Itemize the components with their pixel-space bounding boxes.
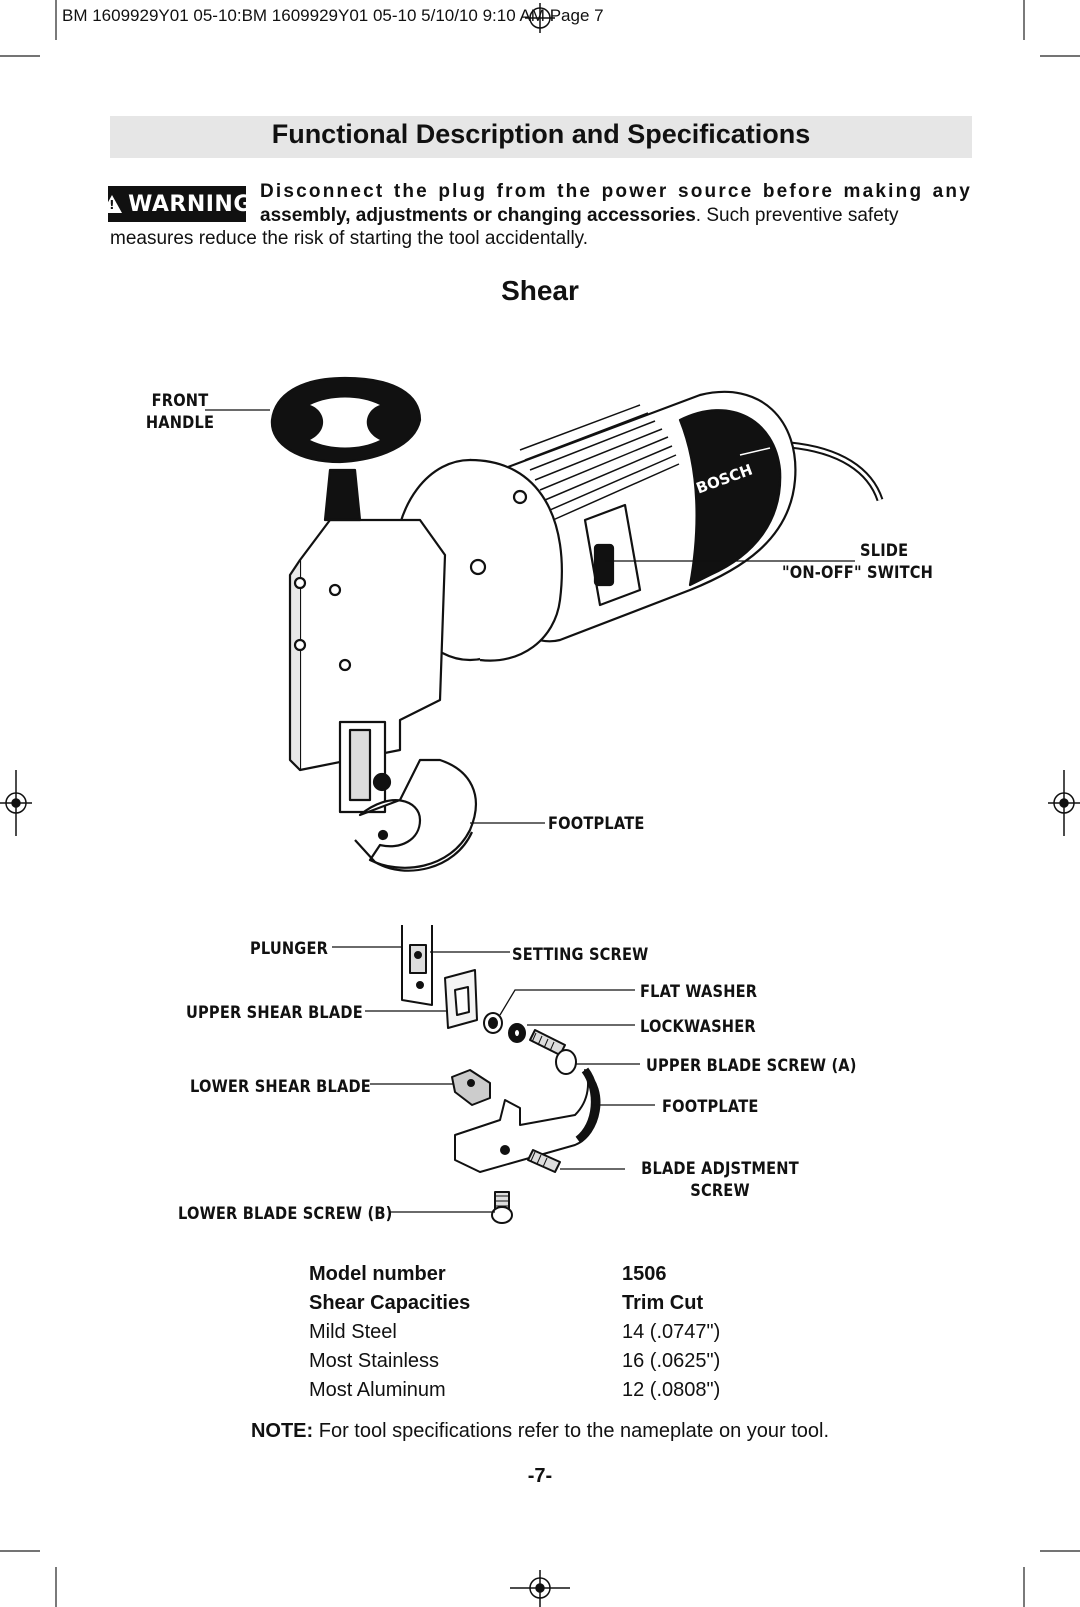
label-flat-washer: FLAT WASHER: [640, 982, 758, 1002]
note-text: For tool specifications refer to the nam…: [313, 1420, 830, 1442]
label-plunger: PLUNGER: [250, 939, 329, 959]
page-number: -7-: [527, 1465, 553, 1487]
section-title: Functional Description and Specification…: [271, 119, 811, 149]
label-front-handle-line1: FRONT: [151, 391, 209, 411]
spec-row-value: 14 (.0747"): [622, 1321, 721, 1343]
label-lockwasher: LOCKWASHER: [640, 1017, 756, 1037]
label-front-handle-line2: HANDLE: [145, 413, 215, 433]
spec-capacities-label: Shear Capacities: [309, 1292, 471, 1314]
label-blade-adjustment-line2: SCREW: [690, 1181, 750, 1201]
label-upper-shear-blade: UPPER SHEAR BLADE: [186, 1003, 363, 1023]
note-label: NOTE:: [250, 1420, 314, 1442]
label-slide: SLIDE: [860, 541, 909, 561]
registration-mark-bottom: [510, 1570, 570, 1607]
label-setting-screw: SETTING SCREW: [512, 945, 649, 965]
spec-capacities-value: Trim Cut: [622, 1292, 704, 1314]
registration-mark-top: [525, 3, 555, 33]
print-header: BM 1609929Y01 05-10:BM 1609929Y01 05-10 …: [62, 6, 604, 25]
shear-tool-illustration: [270, 376, 884, 872]
note: NOTE: For tool specifications refer to t…: [0, 1420, 1080, 1443]
label-on-off-switch: "ON-OFF" SWITCH: [782, 563, 934, 583]
warning-text: Disconnect the plug from the power sourc…: [260, 180, 972, 228]
title-bar: [110, 116, 972, 158]
registration-mark-left: [0, 770, 32, 836]
label-upper-blade-screw: UPPER BLADE SCREW (A): [646, 1056, 857, 1076]
tool-title: Shear: [501, 275, 579, 306]
spec-row-value: 16 (.0625"): [622, 1350, 721, 1372]
spec-header-right: 1506: [622, 1263, 667, 1285]
spec-row-material: Most Stainless: [309, 1350, 440, 1372]
leader-lines-exploded: [332, 946, 655, 1213]
spec-row-material: Most Aluminum: [309, 1379, 446, 1401]
warning-badge: WARNING: [102, 186, 251, 222]
warning-tail: . Such preventive safety: [695, 205, 899, 226]
warning-badge-label: WARNING: [128, 191, 252, 217]
warning-bold-line: Disconnect the plug from the power sourc…: [260, 181, 972, 202]
label-footplate-top: FOOTPLATE: [548, 814, 645, 834]
label-lower-shear-blade: LOWER SHEAR BLADE: [190, 1077, 371, 1097]
warning-triangle-icon: [102, 195, 123, 213]
warning-continuation: measures reduce the risk of starting the…: [110, 228, 589, 249]
exploded-blade-assembly: [401, 925, 601, 1224]
registration-mark-right: [1048, 770, 1080, 836]
label-lower-blade-screw: LOWER BLADE SCREW (B): [178, 1204, 393, 1224]
label-blade-adjustment-line1: BLADE ADJSTMENT: [641, 1159, 799, 1179]
spec-row-value: 12 (.0808"): [622, 1379, 721, 1401]
leader-lines-top: [205, 409, 855, 824]
spec-header-left: Model number: [309, 1263, 446, 1285]
spec-row-material: Mild Steel: [309, 1321, 397, 1343]
warning-bold-tail: assembly, adjustments or changing access…: [260, 205, 696, 226]
label-footplate-bottom: FOOTPLATE: [662, 1097, 759, 1117]
